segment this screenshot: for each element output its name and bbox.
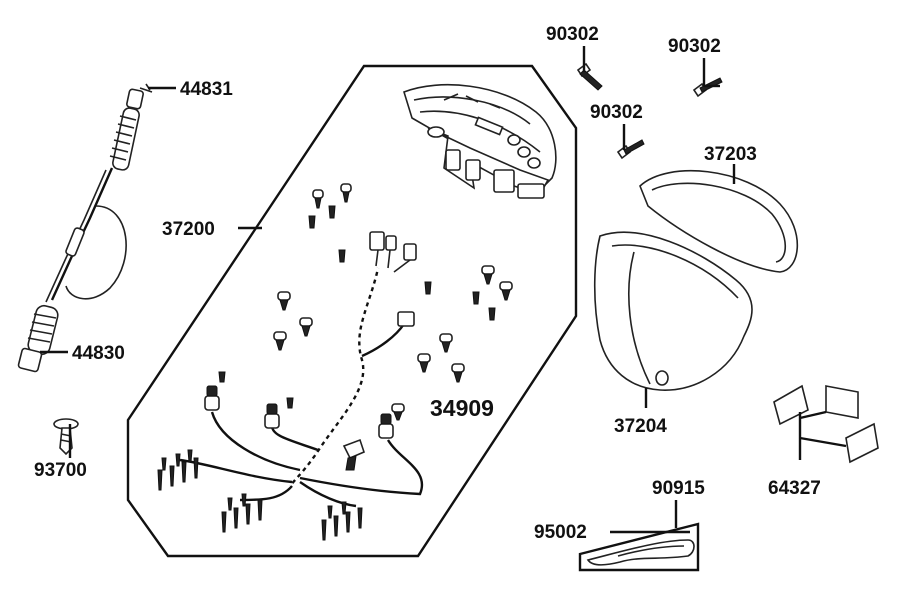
label-90302-c: 90302: [590, 102, 643, 123]
meter-cover-37203[interactable]: [639, 169, 799, 273]
speedometer-cable[interactable]: [17, 83, 153, 373]
label-93700: 93700: [34, 460, 87, 481]
screw-90302-c[interactable]: [616, 139, 645, 160]
meter-housing-37204[interactable]: [593, 231, 753, 391]
bulb-group-upper: [308, 183, 352, 263]
instrument-cluster[interactable]: [403, 84, 557, 199]
label-90302-a: 90302: [546, 24, 599, 45]
label-37203: 37203: [704, 144, 757, 165]
label-34909: 34909: [430, 395, 494, 421]
pads-64327[interactable]: [773, 384, 879, 464]
terminal-pins-left: [157, 449, 199, 491]
screw-93700[interactable]: [53, 418, 79, 456]
label-44831: 44831: [180, 79, 233, 100]
screw-90302-a[interactable]: [576, 62, 603, 91]
label-95002: 95002: [534, 522, 587, 543]
terminal-pins-middle: [221, 493, 263, 533]
kit-boundary-37200: [126, 64, 578, 558]
cable-boot-lower: [17, 304, 59, 373]
wiring-harness[interactable]: [157, 231, 424, 541]
label-64327: 64327: [768, 478, 821, 499]
label-90302-b: 90302: [668, 36, 721, 57]
label-90915: 90915: [652, 478, 705, 499]
bulb-group-middle: [273, 265, 513, 383]
terminal-pins-right: [321, 501, 363, 541]
seal-strip-95002[interactable]: [578, 522, 700, 572]
label-37204: 37204: [614, 416, 667, 437]
label-37200: 37200: [162, 219, 215, 240]
label-44830: 44830: [72, 343, 125, 364]
cable-spring-upper: [109, 107, 140, 171]
